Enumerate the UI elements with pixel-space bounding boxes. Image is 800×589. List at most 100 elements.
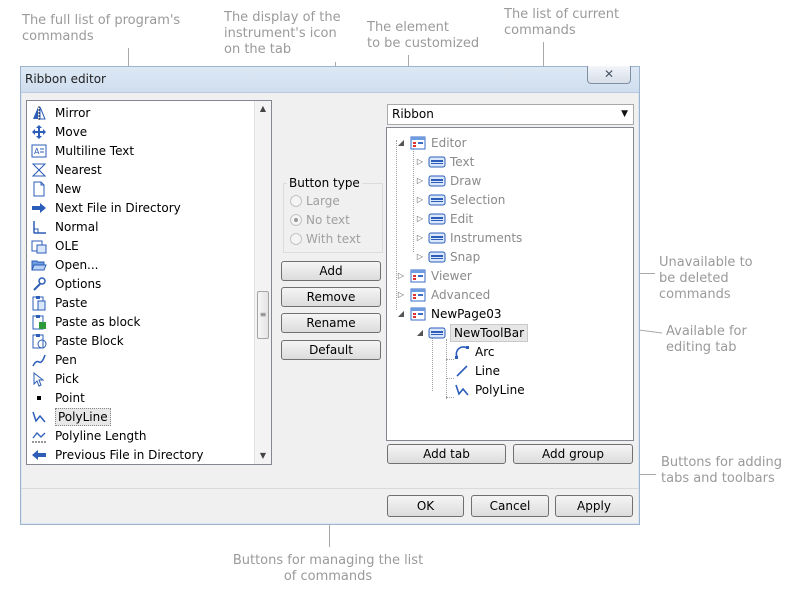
footer-separator: [21, 488, 639, 489]
tree-label-newpage: NewPage03: [431, 306, 502, 321]
add-button[interactable]: Add: [281, 261, 381, 281]
list-item-label: Paste as block: [55, 314, 141, 329]
list-item[interactable]: Paste Block: [30, 331, 252, 350]
expand-icon[interactable]: ▷: [416, 233, 424, 242]
expand-icon[interactable]: ▷: [397, 271, 405, 280]
list-item[interactable]: New: [30, 179, 252, 198]
list-item-label: Nearest: [55, 162, 102, 177]
annotation-full-list: The full list of program's commands: [22, 13, 181, 44]
radio-large[interactable]: Large: [290, 194, 340, 208]
expand-icon[interactable]: ▷: [416, 176, 424, 185]
ribbon-tree[interactable]: ◢ Editor ▷ Text ▷ Draw ▷ Selection ▷ Edi…: [386, 127, 634, 441]
button-type-group: Button type Large No text With text: [283, 176, 383, 253]
radio-no-text-label: No text: [306, 213, 350, 227]
dialog-title: Ribbon editor: [25, 72, 106, 86]
list-item-label: OLE: [55, 238, 79, 253]
list-item[interactable]: Next File in Directory: [30, 198, 252, 217]
normal-icon: [30, 219, 48, 235]
list-item-label: Pick: [55, 371, 79, 386]
tree-node-line[interactable]: Line: [453, 361, 500, 380]
list-item[interactable]: Point: [30, 388, 252, 407]
tree-node-selection[interactable]: ▷ Selection: [415, 190, 505, 209]
list-item-label: Previous File in Directory: [55, 447, 204, 462]
expand-icon[interactable]: ▷: [416, 214, 424, 223]
cancel-button[interactable]: Cancel: [471, 495, 549, 517]
toolbar-icon: [428, 325, 446, 341]
scroll-thumb[interactable]: ≡: [257, 291, 269, 339]
list-item-label: Multiline Text: [55, 143, 135, 158]
collapse-icon[interactable]: ◢: [397, 138, 405, 147]
command-list-scrollbar[interactable]: ▲ ≡ ▼: [254, 101, 271, 464]
list-item[interactable]: Previous File in Directory: [30, 445, 252, 464]
scroll-up-icon[interactable]: ▲: [259, 104, 267, 113]
tree-node-instruments[interactable]: ▷ Instruments: [415, 228, 522, 247]
toolbar-icon: [428, 211, 446, 227]
radio-no-text[interactable]: No text: [290, 213, 350, 227]
tree-node-arc[interactable]: Arc: [453, 342, 494, 361]
radio-large-dot[interactable]: [290, 195, 302, 207]
tree-node-newpage[interactable]: ◢ NewPage03: [396, 304, 502, 323]
tree-node-edit[interactable]: ▷ Edit: [415, 209, 473, 228]
list-item[interactable]: Paste as block: [30, 312, 252, 331]
collapse-icon[interactable]: ◢: [397, 309, 405, 318]
expand-icon[interactable]: ▷: [397, 290, 405, 299]
tree-node-snap[interactable]: ▷ Snap: [415, 247, 480, 266]
list-item-label: Move: [55, 124, 88, 139]
polyline-icon: [453, 382, 471, 398]
tree-node-polyline[interactable]: PolyLine: [453, 380, 525, 399]
element-select[interactable]: Ribbon ▼: [387, 104, 634, 125]
paste-block-icon: [30, 314, 48, 330]
radio-with-text[interactable]: With text: [290, 232, 361, 246]
tree-node-draw[interactable]: ▷ Draw: [415, 171, 481, 190]
list-item[interactable]: Open...: [30, 255, 252, 274]
tab-icon: [409, 287, 427, 303]
tree-node-editor[interactable]: ◢ Editor: [396, 133, 467, 152]
list-item[interactable]: Normal: [30, 217, 252, 236]
list-item[interactable]: Polyline Length: [30, 426, 252, 445]
remove-button[interactable]: Remove: [281, 287, 381, 307]
list-item[interactable]: OLE: [30, 236, 252, 255]
tab-icon: [409, 135, 427, 151]
expand-icon[interactable]: ▷: [416, 157, 424, 166]
list-item[interactable]: Pen: [30, 350, 252, 369]
point-icon: [30, 390, 48, 406]
ole-icon: [30, 238, 48, 254]
radio-with-text-label: With text: [306, 232, 361, 246]
list-item[interactable]: Nearest: [30, 160, 252, 179]
tree-node-text[interactable]: ▷ Text: [415, 152, 474, 171]
add-group-button[interactable]: Add group: [513, 444, 633, 464]
expand-icon[interactable]: ▷: [416, 252, 424, 261]
list-item[interactable]: Options: [30, 274, 252, 293]
apply-button[interactable]: Apply: [555, 495, 633, 517]
close-button[interactable]: ✕: [587, 66, 631, 84]
list-item-label: Normal: [55, 219, 99, 234]
tree-label-line: Line: [475, 363, 501, 378]
annotation-element: The element to be customized: [367, 20, 480, 51]
expand-icon[interactable]: ▷: [416, 195, 424, 204]
ok-button[interactable]: OK: [387, 495, 464, 517]
annotation-managing-buttons: Buttons for managing the list of command…: [232, 553, 424, 584]
dialog-titlebar: Ribbon editor ✕: [21, 66, 639, 93]
toolbar-icon: [428, 173, 446, 189]
list-item[interactable]: Move: [30, 122, 252, 141]
nearest-icon: [30, 162, 48, 178]
tree-node-viewer[interactable]: ▷ Viewer: [396, 266, 472, 285]
tree-node-newtoolbar[interactable]: ◢ NewToolBar: [415, 323, 529, 342]
tree-label-draw: Draw: [450, 173, 482, 188]
arrow-left-icon: [30, 447, 48, 463]
add-tab-button[interactable]: Add tab: [387, 444, 506, 464]
radio-with-text-dot[interactable]: [290, 233, 302, 245]
list-item[interactable]: Pick: [30, 369, 252, 388]
collapse-icon[interactable]: ◢: [416, 328, 424, 337]
radio-no-text-dot[interactable]: [290, 214, 302, 226]
list-item[interactable]: PolyLine: [30, 407, 252, 426]
scroll-down-icon[interactable]: ▼: [259, 451, 267, 460]
list-item[interactable]: Mirror: [30, 103, 252, 122]
default-button[interactable]: Default: [281, 340, 381, 360]
tree-node-advanced[interactable]: ▷ Advanced: [396, 285, 490, 304]
rename-button[interactable]: Rename: [281, 313, 381, 333]
tree-label-text: Text: [450, 154, 475, 169]
list-item[interactable]: Paste: [30, 293, 252, 312]
